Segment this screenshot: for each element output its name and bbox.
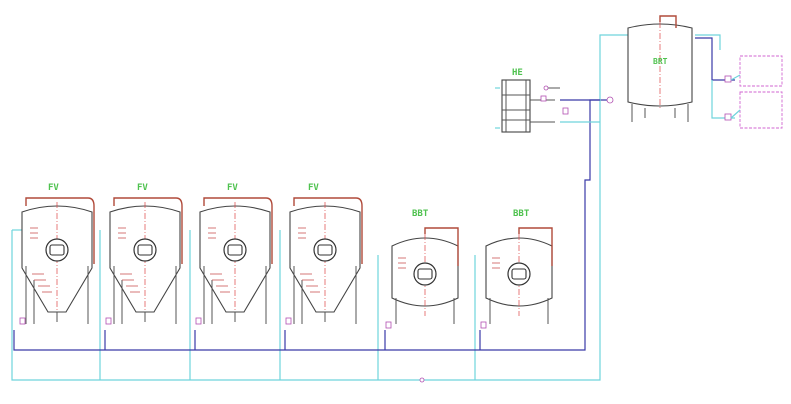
pipe-network [11, 34, 735, 381]
fermenter-4-label: FV [308, 183, 319, 193]
valve-icon [385, 321, 392, 329]
valve-icon [195, 317, 202, 325]
valve-icon [540, 95, 547, 102]
fermenter-2: FV [105, 183, 183, 325]
fermenter-3-label: FV [227, 183, 238, 193]
cip-box-lower [739, 91, 783, 129]
bright-beer-tank-2-label: BBT [513, 209, 530, 219]
valve-icon [19, 317, 26, 325]
valve-icon [285, 317, 292, 325]
fermenter-4: FV [285, 183, 363, 325]
hx-label: HE [512, 68, 523, 78]
cip-unit-boxes [724, 55, 783, 129]
bright-beer-tank-2: BBT [480, 209, 553, 329]
valve-icon [562, 107, 569, 115]
valve-icon [105, 317, 112, 325]
valve-icon [724, 113, 732, 121]
pump-icon [606, 96, 614, 104]
valve-icon [419, 377, 425, 383]
fermenter-2-label: FV [137, 183, 148, 193]
fermenter-1: FV [19, 183, 95, 325]
valve-icon [543, 85, 549, 91]
fermenter-3: FV [195, 183, 273, 325]
bright-beer-tank-1: BBT [385, 209, 459, 329]
brite-tank-label: BRT [653, 57, 668, 66]
valve-icon [480, 321, 487, 329]
brite-tank-top: BRT [606, 15, 693, 122]
valve-icon [724, 75, 732, 83]
bright-beer-tank-1-label: BBT [412, 209, 429, 219]
fermenter-1-label: FV [48, 183, 59, 193]
heat-exchanger: HE [501, 68, 569, 133]
cip-box-upper [739, 55, 783, 87]
